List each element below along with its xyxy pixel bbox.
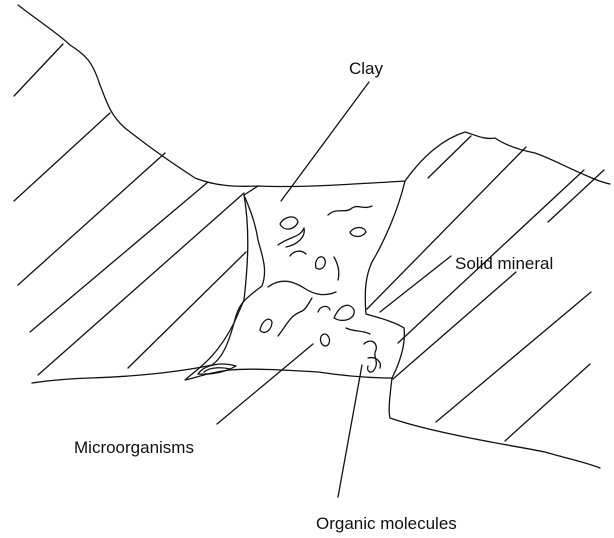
microorganisms-label: Microorganisms bbox=[74, 439, 194, 456]
clay-label: Clay bbox=[349, 60, 383, 77]
left-grain-hatching bbox=[14, 44, 246, 375]
organic-molecules-leader-line bbox=[338, 365, 362, 497]
clay-particles bbox=[260, 206, 380, 372]
solid-mineral-label: Solid mineral bbox=[455, 255, 553, 272]
clay-leader-line bbox=[281, 82, 369, 201]
clay-pore-region bbox=[185, 181, 405, 380]
microorganisms-leader-line bbox=[217, 344, 313, 424]
organic-molecules-label: Organic molecules bbox=[316, 515, 457, 532]
right-mineral-grain bbox=[389, 132, 610, 468]
left-mineral-grain bbox=[18, 5, 258, 383]
microorganism-cell bbox=[320, 333, 331, 346]
